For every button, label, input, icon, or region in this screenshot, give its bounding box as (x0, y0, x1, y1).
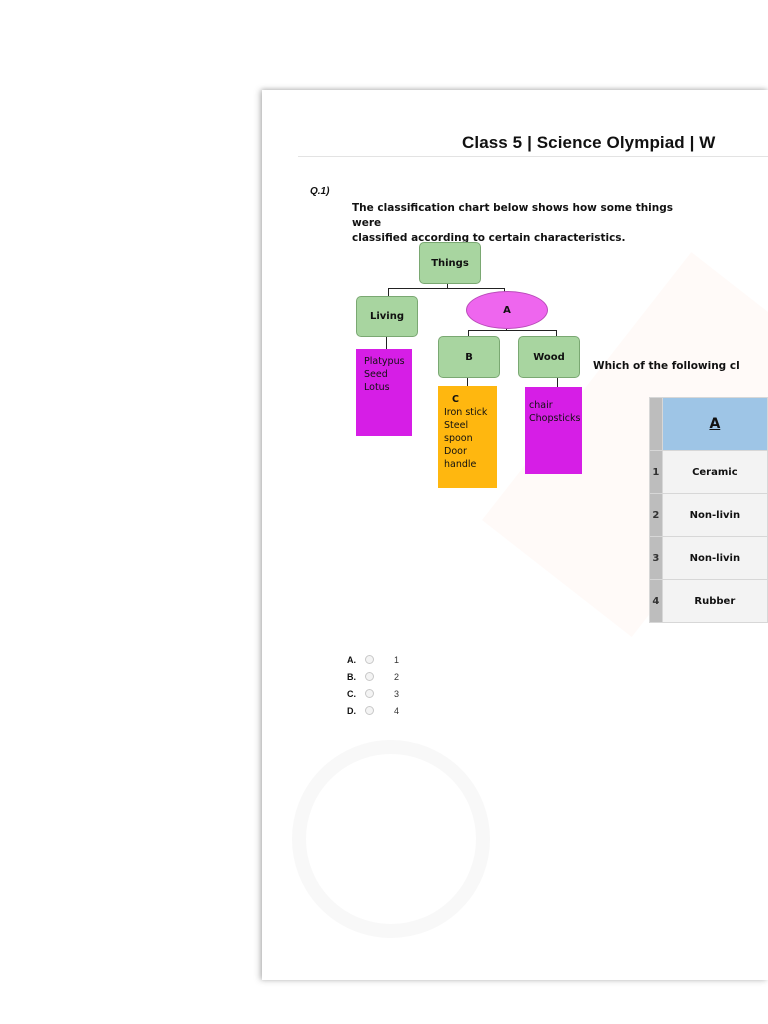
connector (468, 330, 556, 331)
connector (468, 330, 469, 337)
answer-option-a[interactable]: A. 1 (347, 651, 399, 668)
answer-option-c[interactable]: C. 3 (347, 685, 399, 702)
question-number: Q.1) (310, 186, 330, 197)
node-living: Living (356, 296, 418, 337)
watermark-logo (292, 740, 490, 938)
connector (556, 330, 557, 337)
column-header-a: A (661, 397, 768, 451)
worksheet-page: Class 5 | Science Olympiad | W Q.1) The … (262, 90, 768, 980)
node-wood: Wood (518, 336, 580, 378)
connector (557, 377, 558, 387)
row-number: 3 (649, 536, 663, 580)
table-row: 1 Ceramic (649, 450, 768, 494)
question-intro: The classification chart below shows how… (352, 201, 692, 246)
node-b: B (438, 336, 500, 378)
option-value: 3 (394, 688, 400, 699)
radio-button[interactable] (365, 706, 374, 715)
cell-a: Non-livin (661, 536, 768, 580)
connector (388, 288, 389, 297)
row-number: 2 (649, 493, 663, 537)
cell-a: Rubber (661, 579, 768, 623)
question-prompt: Which of the following cl (593, 360, 740, 372)
connector (447, 283, 448, 289)
list-item: Steel spoon (444, 420, 473, 444)
cell-a: Ceramic (661, 450, 768, 494)
living-items-box: Platypus Seed Lotus (356, 349, 412, 436)
table-row: 3 Non-livin (649, 536, 768, 580)
table-corner (649, 397, 663, 451)
header-divider (298, 156, 768, 157)
cell-a: Non-livin (661, 493, 768, 537)
question-intro-line-2: classified according to certain characte… (352, 232, 626, 244)
table-row: 4 Rubber (649, 579, 768, 623)
list-item: Iron stick (444, 407, 488, 418)
table-row: 2 Non-livin (649, 493, 768, 537)
radio-button[interactable] (365, 689, 374, 698)
option-value: 4 (394, 705, 400, 716)
row-number: 4 (649, 579, 663, 623)
list-item: Lotus (364, 382, 390, 393)
list-item: Platypus (364, 356, 405, 367)
page-title: Class 5 | Science Olympiad | W (462, 133, 716, 152)
list-item: Chopsticks (529, 413, 581, 424)
option-value: 2 (394, 671, 400, 682)
node-c-label: C (452, 394, 459, 405)
wood-items-box: chair Chopsticks (525, 387, 582, 474)
radio-button[interactable] (365, 655, 374, 664)
answer-choices: A. 1 B. 2 C. 3 D. 4 (347, 651, 399, 719)
option-letter: B. (347, 671, 356, 682)
row-number: 1 (649, 450, 663, 494)
option-letter: D. (347, 705, 356, 716)
connector (386, 336, 387, 350)
connector (504, 288, 505, 292)
c-items-box: C Iron stick Steel spoon Door handle (438, 386, 497, 488)
radio-button[interactable] (365, 672, 374, 681)
connector (467, 377, 468, 387)
option-letter: A. (347, 654, 356, 665)
list-item: Seed (364, 369, 388, 380)
table-header-row: A (649, 397, 768, 451)
list-item: chair (529, 400, 553, 411)
connector (388, 288, 504, 289)
answer-option-d[interactable]: D. 4 (347, 702, 399, 719)
node-things: Things (419, 242, 481, 284)
question-intro-line-1: The classification chart below shows how… (352, 202, 674, 229)
option-letter: C. (347, 688, 356, 699)
node-a: A (466, 291, 548, 329)
list-item: Door handle (444, 446, 477, 470)
options-table: A 1 Ceramic 2 Non-livin 3 Non-livin 4 Ru… (649, 397, 768, 623)
answer-option-b[interactable]: B. 2 (347, 668, 399, 685)
option-value: 1 (394, 654, 400, 665)
